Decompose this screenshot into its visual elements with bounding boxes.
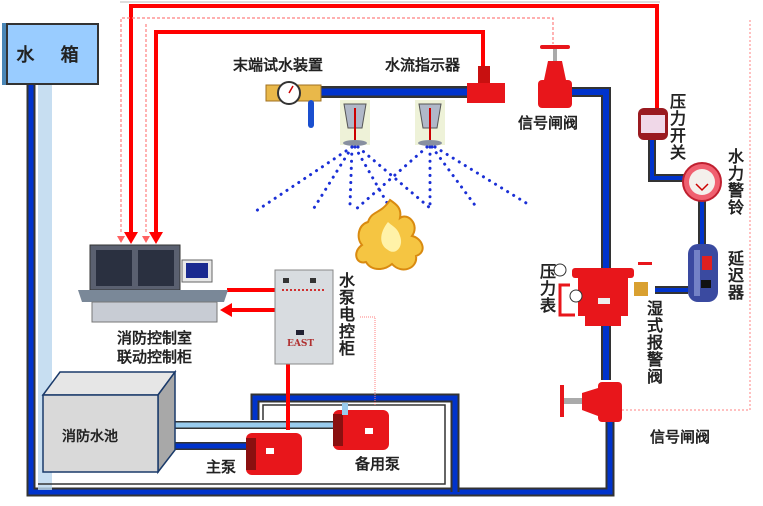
signal-gate-valve-bottom-label: 信号闸阀	[650, 428, 711, 446]
fire-control-room-label-line2: 联动控制柜	[117, 348, 193, 366]
standby-pump	[333, 403, 389, 450]
pump-control-cabinet	[274, 269, 334, 365]
main-pump-label: 主泵	[206, 458, 237, 476]
pressure-gauge-label: 压力表	[537, 263, 556, 314]
standby-pump-label: 备用泵	[355, 455, 401, 473]
end-test-device	[265, 81, 322, 128]
arrowhead-down-1	[124, 232, 138, 244]
water-alarm-bell	[682, 162, 722, 202]
pressure-switch	[638, 108, 668, 140]
signal-lines	[120, 4, 751, 430]
arrowhead-down-dashed-2	[142, 236, 150, 243]
pump-pipes	[38, 393, 460, 492]
pump-control-cabinet-label: 水泵电控柜	[336, 272, 355, 357]
signal-arrowheads	[117, 232, 232, 317]
water-spray	[251, 145, 533, 215]
end-test-device-label: 末端试水装置	[233, 56, 324, 74]
signal-gate-valve-top	[538, 45, 572, 108]
arrowhead-down-dashed-1	[117, 236, 125, 243]
fire-icon	[355, 198, 424, 271]
wet-alarm-valve	[553, 262, 652, 326]
signal-gate-valve-top-label: 信号闸阀	[518, 114, 579, 132]
signal-gate-valve-bottom	[560, 382, 622, 422]
fire-control-console	[78, 244, 228, 323]
arrowhead-down-2	[149, 232, 163, 244]
water-flow-indicator	[467, 66, 505, 103]
water-tank: 水 箱	[6, 23, 99, 85]
sprinkler-head-2	[415, 100, 445, 146]
retard-chamber	[688, 244, 718, 302]
water-flow-indicator-label: 水流指示器	[385, 56, 461, 74]
arrowhead-left	[220, 303, 232, 317]
main-pump	[246, 433, 302, 475]
wet-alarm-valve-label: 湿式报警阀	[644, 300, 663, 385]
fire-pool-label: 消防水池	[62, 429, 118, 445]
water-alarm-bell-label: 水力警铃	[725, 148, 744, 216]
water-tank-label: 水 箱	[16, 45, 89, 66]
cabinet-brand-label: EAST	[287, 339, 315, 349]
sprinkler-head-1	[340, 100, 370, 146]
fire-pool	[41, 369, 177, 475]
alarm-line-pipes	[648, 140, 706, 294]
retard-chamber-label: 延迟器	[725, 250, 744, 301]
pressure-switch-label: 压力开关	[667, 93, 686, 161]
fire-control-room-label-line1: 消防控制室	[117, 329, 193, 347]
